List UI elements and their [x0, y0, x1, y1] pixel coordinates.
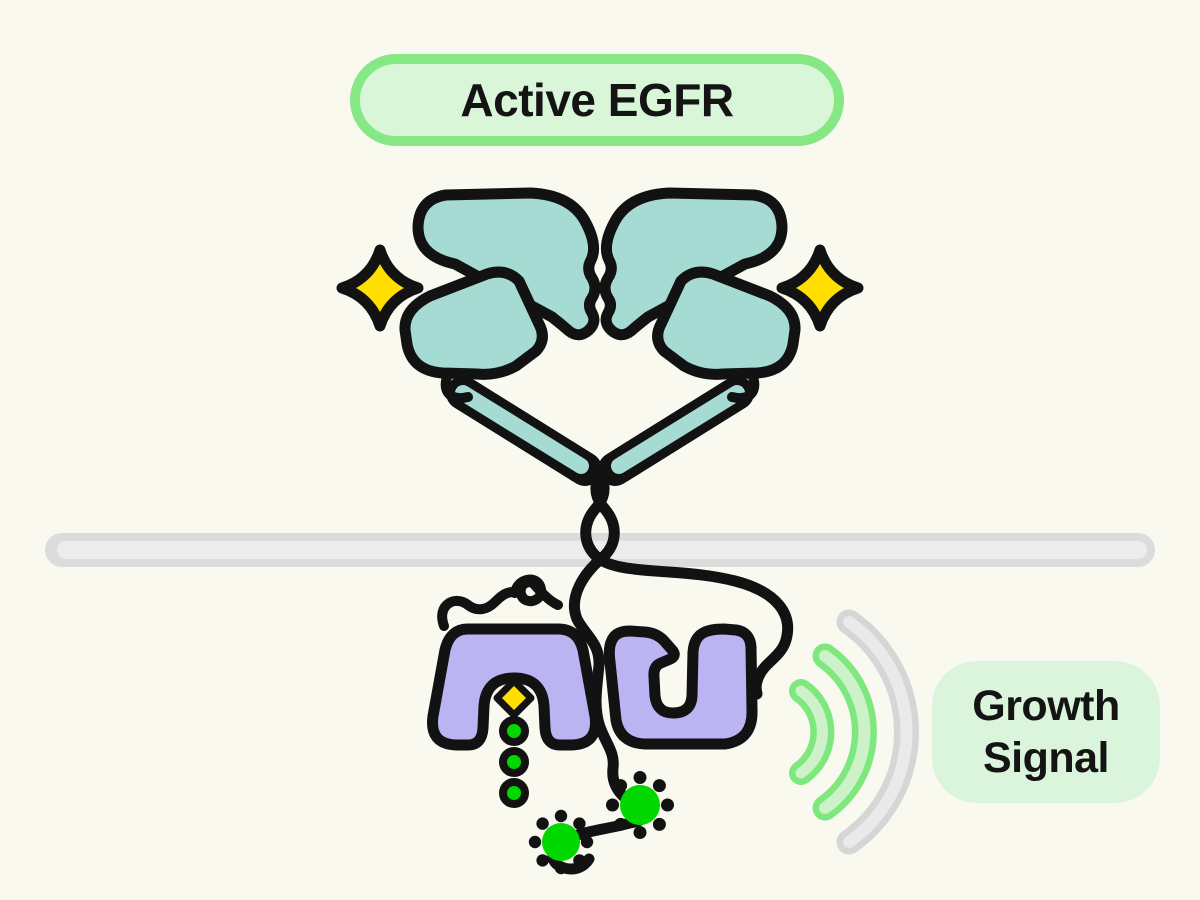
burst-dot — [573, 817, 586, 830]
burst-dot — [652, 779, 666, 793]
receptor-domain-large-lobe — [412, 187, 601, 341]
burst-dot — [536, 817, 549, 830]
receptor-monomer-extracellular — [336, 187, 602, 486]
signal-waves-icon — [789, 609, 919, 855]
phosphate-dot — [499, 716, 529, 746]
wave-arc-green-medium-core — [819, 650, 871, 814]
wave-arc-green-small-core — [795, 685, 828, 779]
burst-dot — [633, 771, 647, 784]
burst-dot — [606, 798, 619, 812]
burst-dot — [536, 854, 549, 867]
juxtamembrane-squiggle — [437, 574, 563, 631]
burst-dot — [633, 826, 647, 839]
growth-signal-line-2: Signal — [982, 734, 1110, 782]
burst-dot — [580, 835, 594, 849]
egf-ligand-diamond-icon — [336, 244, 424, 332]
active-egfr-badge-label: Active EGFR — [460, 74, 734, 126]
transmembrane-braid-right-tail — [576, 450, 794, 700]
active-egfr-badge: Active EGFR — [350, 54, 844, 146]
burst-dot — [528, 835, 542, 849]
burst-dot — [614, 779, 628, 793]
stalk-core — [455, 385, 589, 474]
phospho-burst-icon — [606, 771, 674, 839]
burst-dot — [573, 854, 586, 867]
receptor-monomer-extracellular-mirror — [605, 193, 858, 469]
burst-dot — [661, 798, 674, 812]
phospho-burst-icon — [528, 809, 594, 875]
burst-dot — [554, 809, 568, 823]
phosphate-dot — [499, 778, 529, 808]
burst-core — [542, 823, 580, 861]
cell-membrane — [45, 533, 1155, 567]
stalk-hook — [440, 372, 473, 403]
phosphate-dot — [499, 747, 529, 777]
atp-diamond-icon — [493, 677, 535, 719]
burst-dot — [554, 861, 568, 875]
kinase-domain-right — [603, 623, 758, 750]
wave-arc-gray-core — [843, 616, 913, 848]
membrane-inner-stripe — [57, 541, 1147, 559]
burst-core — [620, 785, 660, 825]
growth-signal-line-1: Growth — [972, 681, 1120, 730]
burst-dot — [652, 817, 666, 831]
growth-signal-label: Growth Signal — [932, 661, 1160, 803]
burst-dot — [614, 817, 628, 831]
receptor-domain-small-lobe — [399, 266, 548, 380]
phosphorylation-chain — [493, 676, 535, 808]
